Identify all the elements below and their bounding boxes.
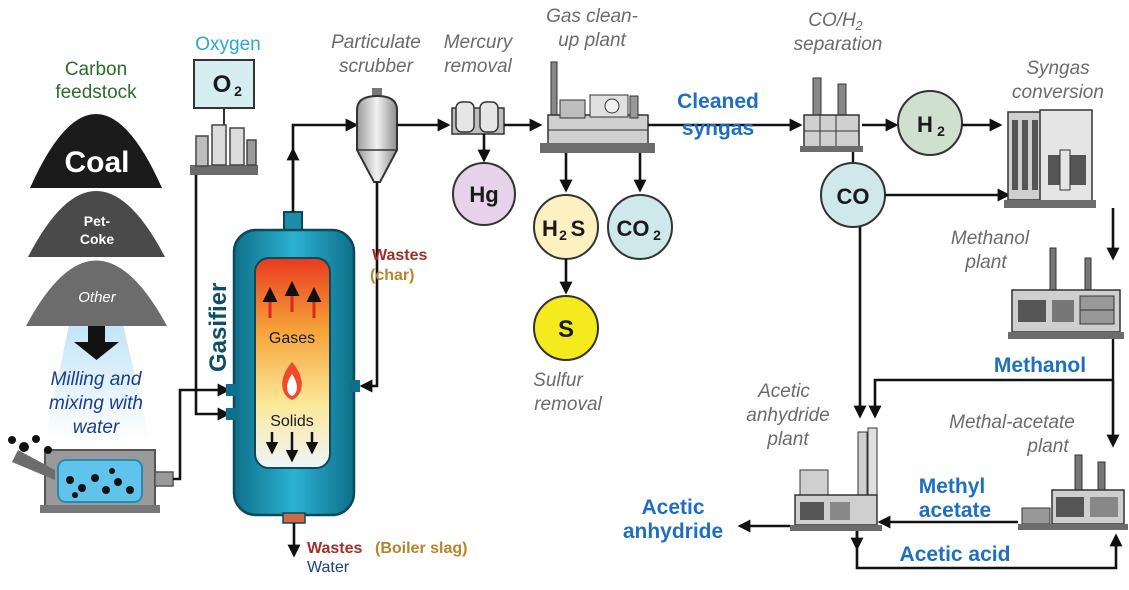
- methanol-plant-label: Methanol: [951, 228, 1030, 249]
- h2-circle: [897, 90, 963, 156]
- mercury-label-2: removal: [444, 56, 512, 77]
- h2s-end: S: [571, 216, 586, 241]
- raw-syngas-line: [291, 118, 359, 212]
- gases-label: Gases: [269, 330, 315, 347]
- methanol-plant-label-2: plant: [964, 252, 1007, 273]
- s-label: S: [558, 316, 574, 343]
- cleanup-plant: [540, 61, 655, 153]
- separation-label-2: separation: [794, 34, 883, 55]
- methyl-acetate-plant: [1018, 454, 1128, 530]
- slurry-line: [173, 383, 231, 481]
- anhydride-plant-label-2: anhydride: [746, 405, 829, 426]
- wastes-char-label-2: (char): [370, 267, 414, 284]
- coal-particle: [32, 435, 40, 443]
- oxygen-label: Oxygen: [195, 34, 260, 55]
- acetic-anhydride-label-2: anhydride: [623, 520, 723, 543]
- methyl-acetate-label: Methyl: [919, 475, 986, 498]
- h2s-label: H: [542, 216, 558, 241]
- scrubber-vessel: [356, 88, 398, 183]
- petcoke-label-2: Coke: [80, 231, 114, 247]
- co2-sub: 2: [653, 227, 661, 243]
- gasifier-name: Gasifier: [205, 283, 232, 372]
- carbon-feedstock-label-2: feedstock: [55, 82, 137, 103]
- anhydride-plant-label-3: plant: [766, 429, 809, 450]
- coal-particle: [44, 446, 52, 454]
- methanol-label: Methanol: [994, 354, 1086, 377]
- petcoke-pile: [28, 191, 165, 257]
- co-label: CO: [837, 184, 870, 209]
- feed-arrow-stem: [88, 326, 105, 344]
- sulfur-label-2: removal: [534, 394, 602, 415]
- carbon-feedstock-label: Carbon: [65, 59, 127, 80]
- oxygen-box: [193, 59, 255, 109]
- syngas-conversion-label-2: conversion: [1012, 82, 1104, 103]
- methanol-to-anhydride-line: [868, 378, 1113, 419]
- mixing-tank: [12, 449, 174, 513]
- milling-label-2: mixing with: [49, 393, 143, 414]
- feed-arrow-head: [74, 342, 119, 360]
- co2-label: CO: [617, 216, 650, 241]
- methyl-acetate-plant-label-2: plant: [1026, 436, 1069, 457]
- coal-particle: [19, 442, 29, 452]
- gasifier-inlet: [226, 384, 236, 396]
- methyl-acetate-plant-label: Methal-acetate: [949, 412, 1075, 433]
- coal-pile: [30, 114, 162, 188]
- scrubber-label: Particulate: [331, 32, 421, 53]
- syngas-conversion-plant: [1004, 109, 1096, 208]
- oxygen-subscript: 2: [234, 83, 242, 99]
- hg-circle: [452, 162, 516, 226]
- separation-label: CO/H: [808, 10, 856, 31]
- co2-circle: [607, 194, 673, 260]
- mercury-unit: [451, 101, 505, 135]
- oxygen-line: [194, 175, 231, 421]
- cleaned-syngas-label-2: syngas: [682, 117, 754, 140]
- h2-sub: 2: [937, 123, 945, 139]
- wastes-bottom-label: Wastes: [307, 540, 363, 557]
- sulfur-label: Sulfur: [533, 370, 583, 391]
- acetic-acid-label: Acetic acid: [900, 543, 1011, 566]
- s-circle: [533, 295, 599, 361]
- petcoke-label: Pet-: [84, 213, 111, 229]
- oxygen-symbol: O: [213, 71, 232, 98]
- gasifier-char-inlet: [350, 380, 360, 392]
- flame-inner: [287, 374, 297, 396]
- milling-beam: [45, 320, 150, 440]
- other-pile: [26, 260, 167, 326]
- solids-label: Solids: [270, 413, 314, 430]
- coal-label: Coal: [64, 146, 129, 179]
- methyl-acetate-label-2: acetate: [919, 499, 991, 522]
- char-recycle-line: [359, 182, 379, 393]
- cleanup-label-2: up plant: [558, 30, 626, 51]
- h2s-sub: 2: [559, 227, 567, 243]
- cleanup-label: Gas clean-: [546, 6, 638, 27]
- acetic-anhydride-label: Acetic: [641, 496, 704, 519]
- gasifier-bottom-nozzle: [282, 512, 306, 524]
- syngas-conversion-label: Syngas: [1026, 58, 1090, 79]
- slag-label: (Boiler slag): [375, 540, 467, 557]
- coal-particle: [8, 436, 16, 444]
- milling-label: Milling and: [51, 369, 143, 390]
- acetic-anhydride-plant: [790, 427, 882, 531]
- separation-unit: [800, 77, 863, 152]
- other-label: Other: [78, 289, 117, 306]
- methanol-plant: [1008, 247, 1124, 339]
- anhydride-plant-label: Acetic: [757, 381, 810, 402]
- milling-label-3: water: [73, 417, 120, 438]
- water-label: Water: [307, 559, 350, 576]
- cleaned-syngas-label: Cleaned: [677, 90, 759, 113]
- h2-label: H: [917, 112, 933, 137]
- mercury-label: Mercury: [444, 32, 514, 53]
- gasifier-inlet: [226, 408, 236, 420]
- oxygen-plant: [190, 124, 258, 175]
- hg-label: Hg: [469, 182, 498, 207]
- wastes-char-label: Wastes: [372, 247, 428, 264]
- separation-sub: 2: [854, 18, 863, 33]
- scrubber-label-2: scrubber: [339, 56, 414, 77]
